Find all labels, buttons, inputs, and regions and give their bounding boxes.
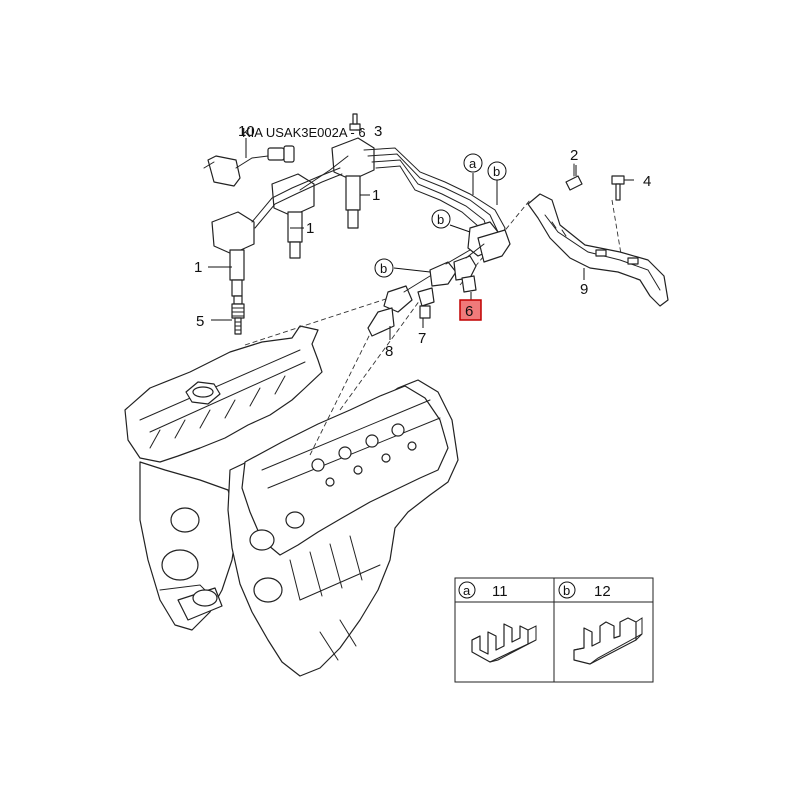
circle-letter-b-top: b xyxy=(487,161,507,181)
legend-a-symbol: a xyxy=(458,581,476,599)
legend-b-part-number: 12 xyxy=(594,583,611,600)
callout-2: 2 xyxy=(570,147,578,164)
bolt-part-4 xyxy=(611,175,625,201)
callouts: 1 1 1 2 3 4 5 6 7 8 9 10 KIA USAK3E002A … xyxy=(194,123,651,360)
clip-part-11 xyxy=(471,623,537,663)
diagram-code: KIA USAK3E002A - 6 xyxy=(242,125,366,140)
callout-5: 5 xyxy=(196,313,204,330)
ignition-coil-right xyxy=(331,137,375,229)
callout-7: 7 xyxy=(418,330,426,347)
bracket-part-9 xyxy=(527,193,669,307)
callout-1-middle: 1 xyxy=(306,220,314,237)
svg-text:b: b xyxy=(563,583,570,598)
clip-part-12 xyxy=(573,617,643,665)
callout-10: 10 xyxy=(238,123,255,140)
circle-letter-a-top: a xyxy=(463,153,483,173)
callout-8: 8 xyxy=(385,343,393,360)
callout-3: 3 xyxy=(374,123,382,140)
circle-letter-b-lower: b xyxy=(374,258,394,278)
ignition-cable-8 xyxy=(367,275,431,337)
ignition-coil-middle xyxy=(271,173,315,259)
svg-text:a: a xyxy=(469,156,477,171)
ignition-cable-7 xyxy=(417,287,435,319)
legend-table: a 11 b 12 xyxy=(454,577,654,683)
ignition-coil-left xyxy=(211,211,255,297)
bolt-part-2 xyxy=(565,163,583,191)
bolt-part-3 xyxy=(349,113,361,131)
callout-9: 9 xyxy=(580,281,588,298)
svg-text:b: b xyxy=(380,261,387,276)
svg-text:a: a xyxy=(463,583,471,598)
callout-4: 4 xyxy=(643,173,651,190)
callout-6-highlight xyxy=(459,299,482,321)
svg-text:b: b xyxy=(437,212,444,227)
callout-6: 6 xyxy=(465,303,473,320)
callout-1-right: 1 xyxy=(372,187,380,204)
callout-1-left: 1 xyxy=(194,259,202,276)
spark-plug-part-5 xyxy=(231,295,245,335)
legend-a-part-number: 11 xyxy=(492,583,508,600)
ignition-wire-harness xyxy=(251,147,511,293)
sensor-part-10 xyxy=(203,138,295,187)
callout-leaders xyxy=(208,129,634,340)
circle-letter-b-middle: b xyxy=(431,209,451,229)
svg-text:b: b xyxy=(493,164,500,179)
engine-block xyxy=(124,325,459,677)
legend-b-symbol: b xyxy=(558,581,576,599)
